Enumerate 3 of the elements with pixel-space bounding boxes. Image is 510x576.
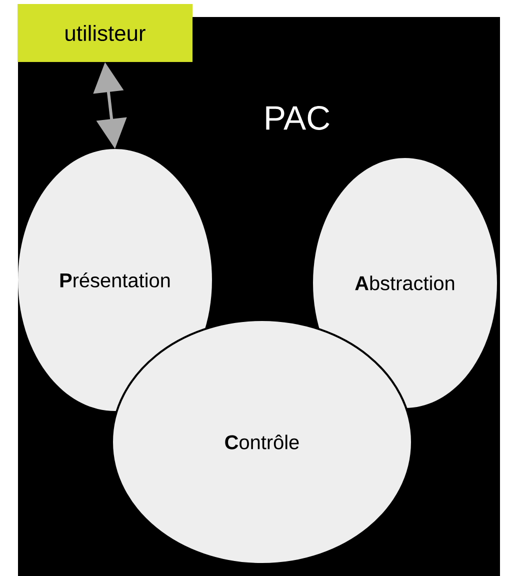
title: PAC: [266, 106, 330, 130]
node-label: Contrôle: [225, 434, 299, 450]
user-label-box: utilisteur: [18, 4, 192, 62]
